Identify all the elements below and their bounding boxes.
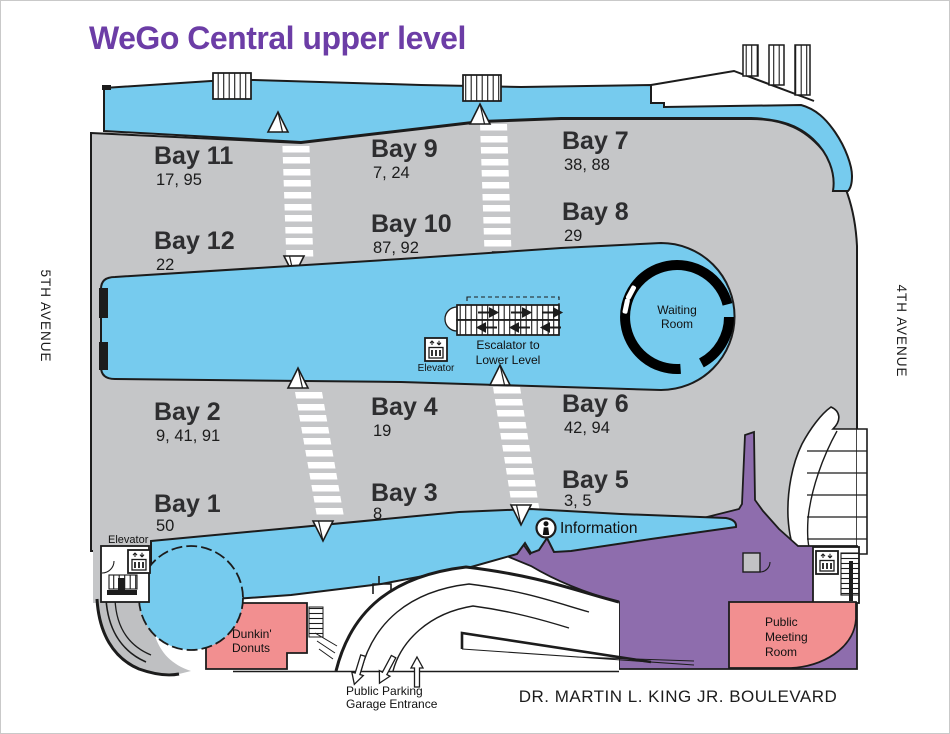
waiting-room	[620, 260, 734, 374]
gate-mark	[99, 342, 108, 370]
information-label: Information	[560, 520, 638, 537]
waiting-room-label-1: Waiting	[657, 303, 697, 317]
bay-1-label: Bay 1	[154, 490, 221, 518]
gate-mark	[102, 85, 111, 90]
meeting-room-label-2: Meeting	[765, 630, 808, 644]
crosswalk-upper-right	[480, 124, 512, 247]
stairs-small	[308, 606, 338, 660]
gate-mark	[99, 288, 108, 318]
curved-ramp	[93, 547, 191, 677]
waiting-room-door	[622, 285, 637, 314]
garage-entrance-arrows	[350, 654, 425, 688]
street-bottom: DR. MARTIN L. KING JR. BOULEVARD	[519, 687, 838, 706]
elevator-room-left	[100, 545, 150, 603]
bay-5-label: Bay 5	[562, 466, 629, 494]
parking-right-edge	[857, 428, 868, 555]
parking-space-lines	[807, 450, 867, 540]
bay-6-label: Bay 6	[562, 390, 629, 418]
bay-11-label: Bay 11	[154, 142, 233, 170]
escalator-label-2: Lower Level	[476, 353, 541, 367]
roof-edge-line	[650, 69, 815, 102]
bay-8-label: Bay 8	[562, 198, 629, 226]
shelter-mark	[372, 576, 392, 594]
street-left: 5TH AVENUE	[38, 269, 53, 362]
elevator-icon	[815, 550, 839, 575]
bay-10-routes: 87, 92	[373, 239, 419, 257]
bay-3-label: Bay 3	[371, 479, 438, 507]
bay-9-label: Bay 9	[371, 135, 438, 163]
bay-12-label: Bay 12	[154, 227, 235, 255]
upper-roadway	[103, 78, 854, 192]
bay-9-routes: 7, 24	[373, 164, 410, 182]
bay-7-label: Bay 7	[562, 127, 629, 155]
escalator-label-1: Escalator to	[476, 338, 540, 352]
bay-1-routes: 50	[156, 517, 174, 535]
bay-6-routes: 42, 94	[564, 419, 610, 437]
bay-5-routes: 3, 5	[564, 492, 592, 510]
public-meeting-room	[728, 601, 857, 669]
bay-11-routes: 17, 95	[156, 171, 202, 189]
stairs-upper-mid	[462, 74, 502, 102]
garage-label-1: Public Parking	[346, 684, 423, 698]
stairs-upper-left	[212, 72, 252, 100]
bay-7-routes: 38, 88	[564, 156, 610, 174]
bay-12-routes: 22	[156, 256, 174, 274]
bay-2-label: Bay 2	[154, 398, 221, 426]
page-title: WeGo Central upper level	[89, 20, 466, 56]
rotunda	[138, 545, 244, 651]
street-right: 4TH AVENUE	[894, 284, 909, 377]
escalator-icon	[444, 296, 564, 336]
elevator-left-label: Elevator	[108, 534, 149, 546]
bay-2-routes: 9, 41, 91	[156, 427, 220, 445]
bay-4-label: Bay 4	[371, 393, 438, 421]
bay-8-routes: 29	[564, 227, 582, 245]
bay-4-routes: 19	[373, 422, 391, 440]
bay-10-label: Bay 10	[371, 210, 452, 238]
garage-ramp	[233, 565, 695, 673]
garage-label-2: Garage Entrance	[346, 697, 438, 711]
dunkin-label-1: Dunkin'	[232, 627, 272, 641]
waiting-room-label-2: Room	[661, 317, 693, 331]
dunkin-label-2: Donuts	[232, 641, 270, 655]
bay-3-routes: 8	[373, 505, 382, 523]
meeting-room-label-1: Public	[765, 615, 798, 629]
meeting-room-label-3: Room	[765, 645, 797, 659]
crosswalk-upper-left	[282, 134, 314, 257]
bay-labels: Bay 11 17, 95 Bay 9 7, 24 Bay 7 38, 88 B…	[154, 127, 629, 535]
elevator-icon	[127, 549, 151, 574]
stairs-top-right	[742, 44, 811, 96]
kiosk	[742, 552, 771, 573]
elevator-icon	[424, 337, 448, 362]
elevator-center-label: Elevator	[418, 363, 455, 374]
information-icon	[535, 517, 557, 539]
